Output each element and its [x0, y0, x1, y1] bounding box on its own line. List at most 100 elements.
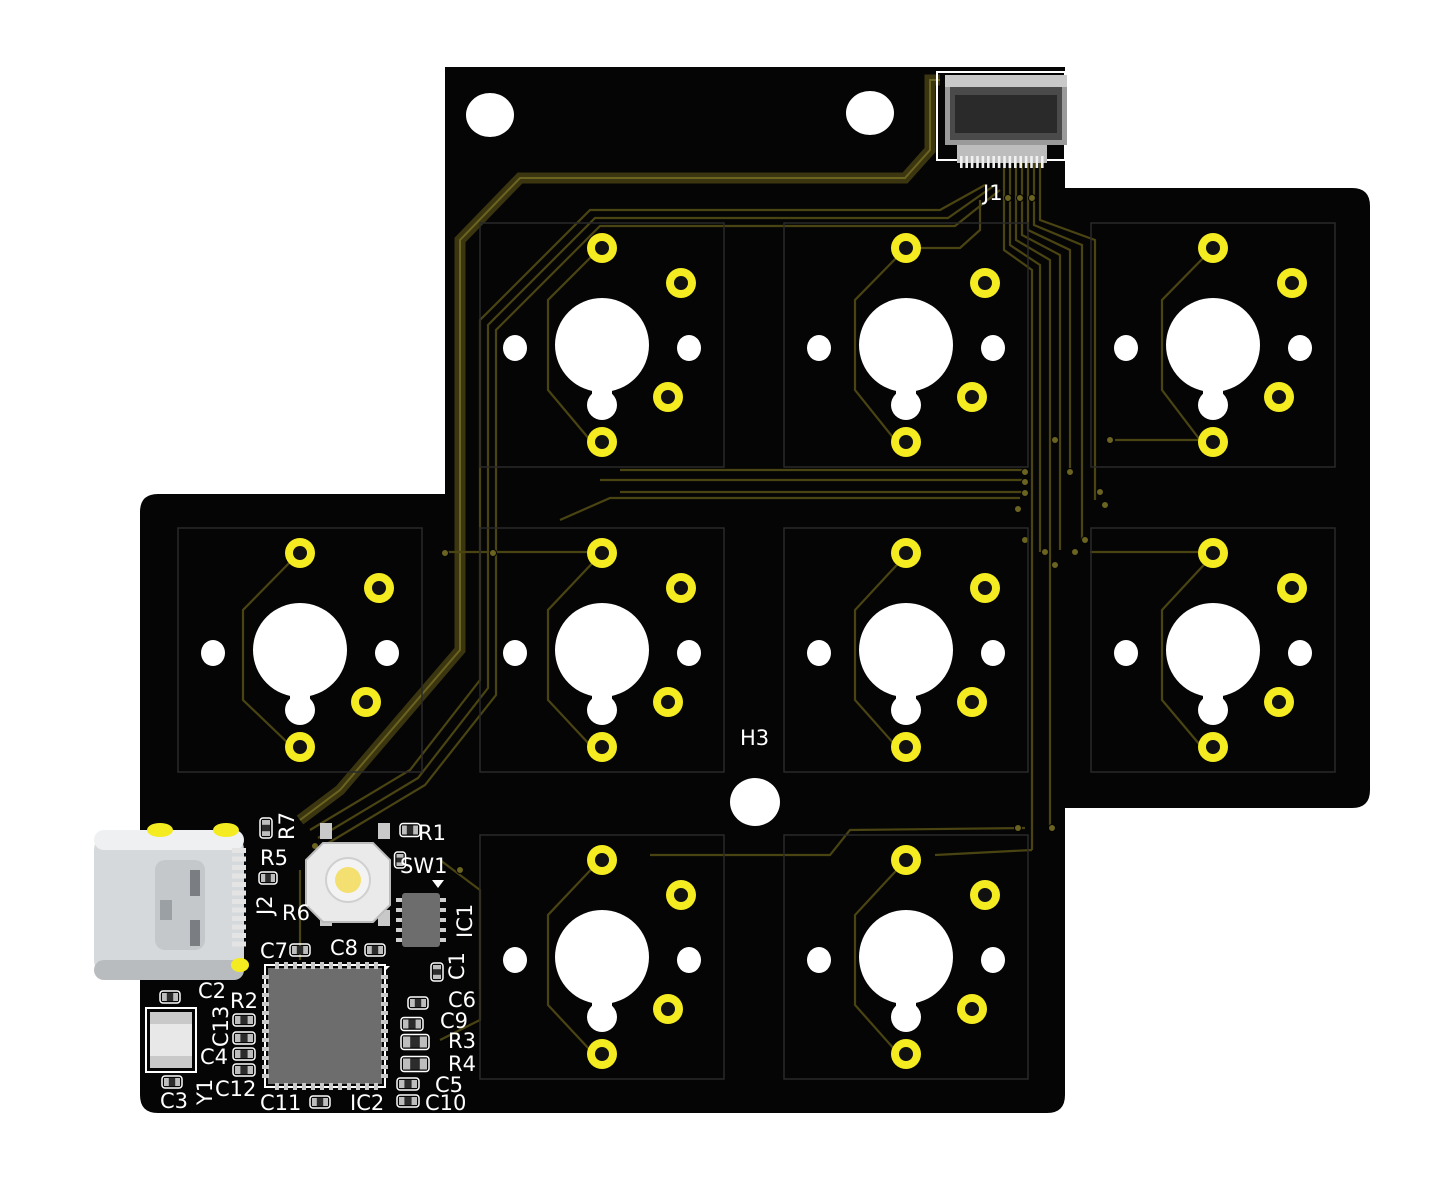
passive-components [159, 817, 444, 1109]
smd-passive [430, 962, 444, 982]
switch-pad-hole [661, 1002, 675, 1016]
usb-pin [232, 941, 246, 947]
label-c9: C9 [440, 1009, 468, 1033]
ffc-pin [1030, 156, 1033, 168]
qfn-pin [320, 962, 324, 969]
label-c12: C12 [215, 1077, 256, 1101]
qfn-pin [381, 975, 388, 979]
qfn-pin [381, 1011, 388, 1015]
smd-passive [396, 1094, 420, 1108]
smd-passive [159, 990, 181, 1004]
switch-center-hole [859, 603, 953, 697]
switch-pad-hole [595, 853, 609, 867]
ffc-pin [992, 156, 995, 168]
qfn-pin [329, 1083, 333, 1090]
qfn-pin [262, 1029, 269, 1033]
ffc-connector-icon [936, 71, 1067, 168]
switch-pad-hole [1272, 695, 1286, 709]
switch-pad-hole [899, 853, 913, 867]
switch-pad-hole [595, 1047, 609, 1061]
mounting-hole-h3 [730, 778, 780, 826]
qfn-pin [356, 1083, 360, 1090]
board-substrate [140, 67, 1370, 1113]
qfn-pin [374, 962, 378, 969]
usb-pin [232, 916, 246, 921]
qfn-pin [284, 962, 288, 969]
qfn-pin [381, 1065, 388, 1069]
switch-pad-hole [595, 241, 609, 255]
qfn-pin [381, 1038, 388, 1042]
usb-c-connector-icon [94, 823, 249, 980]
smd-passive [161, 1075, 183, 1089]
smd-passive [396, 1077, 420, 1091]
switch-pad-hole [1206, 546, 1220, 560]
smd-passive [309, 1095, 331, 1109]
label-c10: C10 [425, 1091, 466, 1115]
smd-passive [400, 1033, 430, 1051]
ffc-pin [1035, 156, 1039, 168]
ffc-pin [1003, 156, 1006, 168]
switch-side-hole [807, 640, 831, 666]
qfn-pin [381, 1020, 388, 1024]
switch-pad-hole [595, 435, 609, 449]
smd-passive [400, 1016, 424, 1032]
switch-center-hole [555, 298, 649, 392]
switch-pad-hole [1285, 276, 1299, 290]
switch-pad-hole [595, 740, 609, 754]
smd-passive [232, 1013, 256, 1027]
switch-stem-neck [592, 385, 612, 407]
switch-pad-hole [661, 695, 675, 709]
label-c13: C13 [209, 1006, 233, 1047]
label-j2: J2 [253, 895, 277, 917]
qfn-pin [320, 1083, 324, 1090]
switch-center-hole [859, 298, 953, 392]
switch-pad-hole [661, 390, 675, 404]
qfn-pin [311, 962, 315, 969]
key-switch-2 [783, 222, 1029, 468]
switch-stem-neck [592, 690, 612, 712]
qfn-pin [381, 1002, 388, 1006]
label-y1: Y1 [193, 1079, 217, 1106]
qfn-pin [356, 962, 360, 969]
switch-side-hole [677, 947, 701, 973]
ic2-mcu [262, 962, 390, 1090]
key-switch-3 [1090, 222, 1336, 468]
qfn-pin [275, 1083, 279, 1090]
switch-pad-hole [965, 390, 979, 404]
usb-pin [232, 865, 246, 870]
usb-pin [232, 933, 246, 938]
smd-passive [393, 851, 407, 869]
switch-pad-hole [293, 546, 307, 560]
switch-stem-neck [1203, 690, 1223, 712]
ic1-package [396, 880, 446, 947]
switch-center-hole [859, 910, 953, 1004]
ffc-pin [976, 156, 979, 168]
switch-pad-hole [978, 888, 992, 902]
switch-side-hole [1114, 640, 1138, 666]
label-j1: J1 [981, 181, 1003, 205]
switch-center-hole [555, 910, 649, 1004]
switch-pad-hole [674, 888, 688, 902]
smd-passive [400, 1055, 430, 1073]
smd-passive [399, 822, 421, 838]
switch-outline [783, 222, 1029, 468]
switch-side-hole [375, 640, 399, 666]
usb-pin [232, 924, 246, 930]
qfn-pin [365, 962, 369, 969]
switch-pad-hole [1272, 390, 1286, 404]
key-switch-7 [1090, 527, 1336, 773]
smd-passive [407, 996, 429, 1010]
label-c5: C5 [435, 1073, 463, 1097]
vias [311, 194, 1114, 874]
switch-pad-hole [1285, 581, 1299, 595]
label-c7: C7 [260, 939, 288, 963]
switch-pad-hole [1206, 435, 1220, 449]
switch-pad-hole [899, 546, 913, 560]
crystal-icon [145, 1007, 197, 1073]
qfn-pin [302, 1083, 306, 1090]
qfn-pin [365, 1083, 369, 1090]
label-ic2: IC2 [350, 1091, 384, 1115]
switch-outline [1090, 527, 1336, 773]
